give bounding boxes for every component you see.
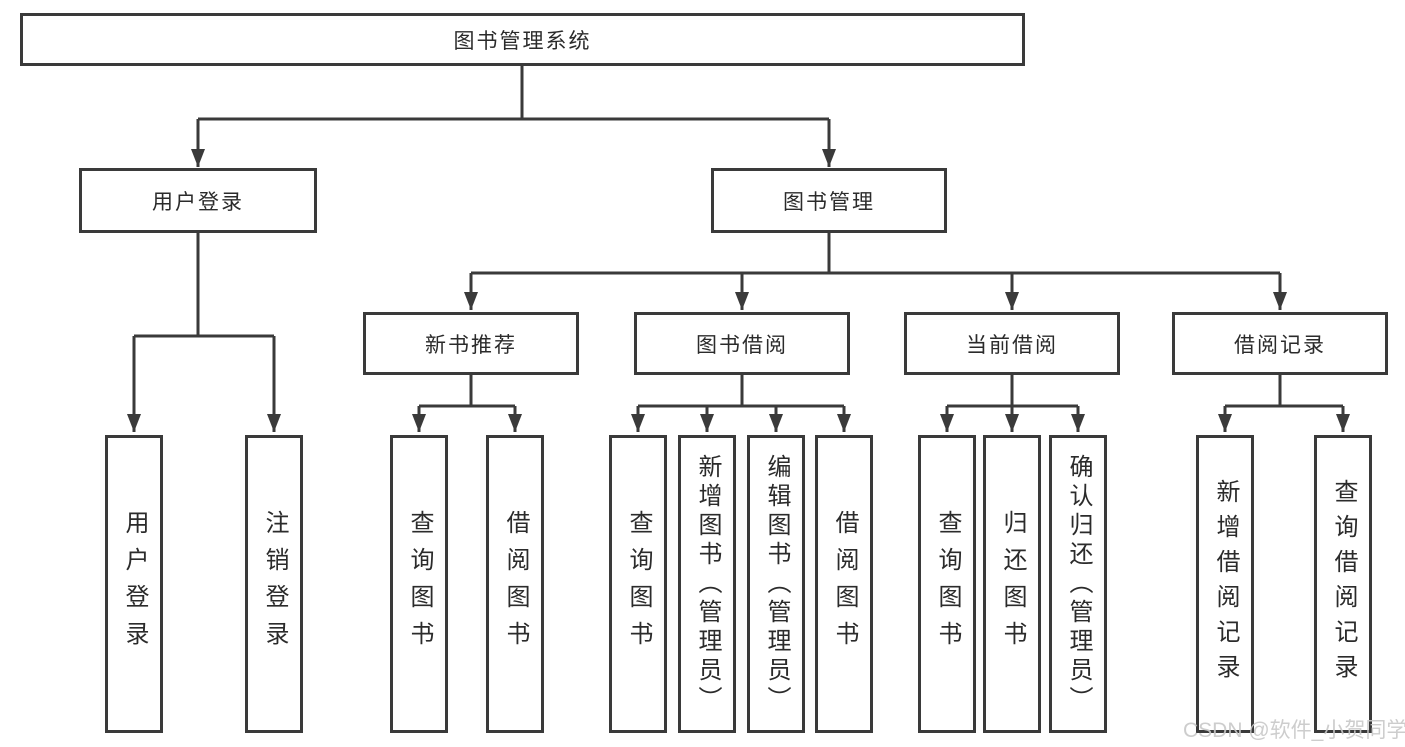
csdn-watermark: CSDN @软件_小贺同学 <box>1183 719 1405 742</box>
leaf-add-book-admin-label: 新增图书（管理员） <box>694 453 721 715</box>
leaf-confirm-return-admin-label: 确认归还（管理员） <box>1065 453 1092 715</box>
leaf-borrow-books: 借阅图书 <box>815 435 873 733</box>
node-current-borrow-label: 当前借阅 <box>966 333 1058 357</box>
leaf-user-login-label: 用户登录 <box>121 510 148 658</box>
leaf-query-books-current-label: 查询图书 <box>934 510 961 658</box>
leaf-query-books-borrow: 查询图书 <box>609 435 667 733</box>
node-book-management: 图书管理 <box>711 168 947 233</box>
node-current-borrow: 当前借阅 <box>904 312 1120 375</box>
leaf-return-book-label: 归还图书 <box>999 510 1026 658</box>
leaf-add-borrow-record: 新增借阅记录 <box>1196 435 1254 733</box>
leaf-query-books-current: 查询图书 <box>918 435 976 733</box>
leaf-user-login: 用户登录 <box>105 435 163 733</box>
leaf-add-book-admin: 新增图书（管理员） <box>678 435 736 733</box>
leaf-logout: 注销登录 <box>245 435 303 733</box>
node-book-borrow-label: 图书借阅 <box>696 333 788 357</box>
node-user-login: 用户登录 <box>79 168 317 233</box>
node-user-login-label: 用户登录 <box>152 190 244 214</box>
leaf-query-books-recommend-label: 查询图书 <box>406 510 433 658</box>
node-new-book-recommend-label: 新书推荐 <box>425 333 517 357</box>
node-root: 图书管理系统 <box>20 13 1025 66</box>
leaf-confirm-return-admin: 确认归还（管理员） <box>1049 435 1107 733</box>
node-book-borrow: 图书借阅 <box>634 312 850 375</box>
leaf-return-book: 归还图书 <box>983 435 1041 733</box>
node-book-management-label: 图书管理 <box>783 190 875 214</box>
leaf-borrow-books-label: 借阅图书 <box>831 510 858 658</box>
leaf-query-books-recommend: 查询图书 <box>390 435 448 733</box>
leaf-edit-book-admin-label: 编辑图书（管理员） <box>763 453 790 715</box>
node-borrow-record-label: 借阅记录 <box>1234 333 1326 357</box>
leaf-edit-book-admin: 编辑图书（管理员） <box>747 435 805 733</box>
leaf-query-borrow-record-label: 查询借阅记录 <box>1330 479 1357 689</box>
node-new-book-recommend: 新书推荐 <box>363 312 579 375</box>
node-root-label: 图书管理系统 <box>453 29 592 53</box>
leaf-add-borrow-record-label: 新增借阅记录 <box>1212 479 1239 689</box>
leaf-query-books-borrow-label: 查询图书 <box>625 510 652 658</box>
leaf-logout-label: 注销登录 <box>261 510 288 658</box>
node-borrow-record: 借阅记录 <box>1172 312 1388 375</box>
leaf-borrow-books-recommend: 借阅图书 <box>486 435 544 733</box>
leaf-borrow-books-recommend-label: 借阅图书 <box>502 510 529 658</box>
leaf-query-borrow-record: 查询借阅记录 <box>1314 435 1372 733</box>
